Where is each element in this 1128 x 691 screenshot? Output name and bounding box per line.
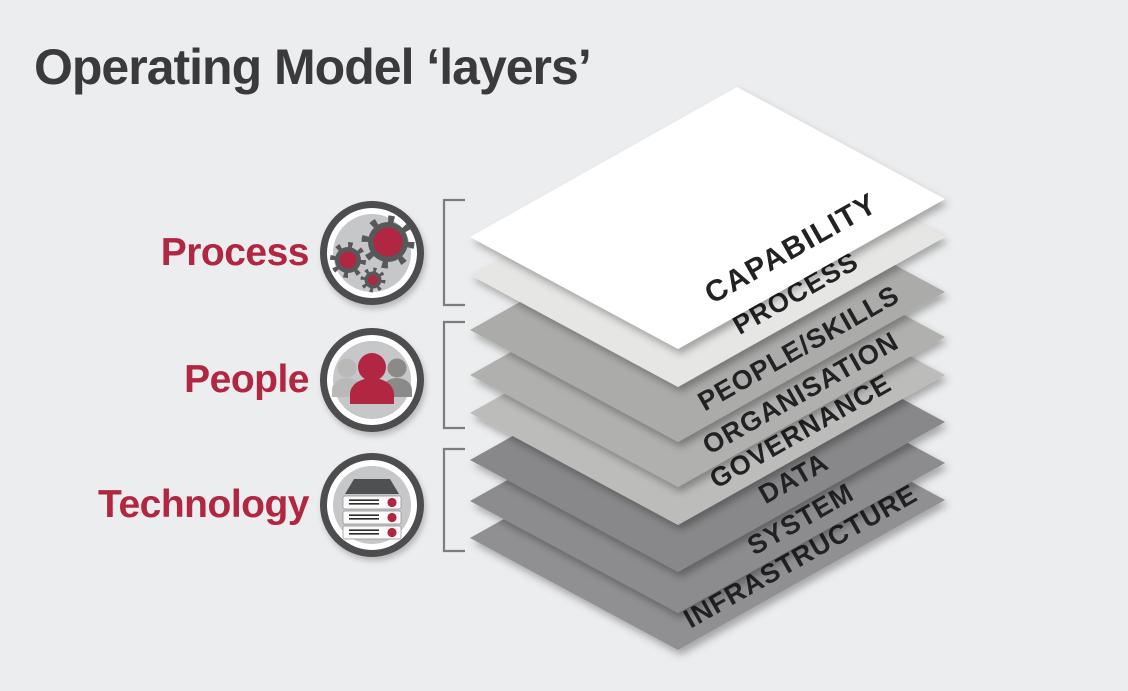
- server-hood: [345, 479, 399, 494]
- people-icon: [320, 328, 424, 432]
- gear-medium: [330, 242, 366, 278]
- legend-label-technology: Technology: [98, 483, 309, 526]
- server-rack: [342, 495, 402, 540]
- server-icon: [320, 453, 424, 557]
- people-bracket: [442, 320, 465, 430]
- process-bracket: [442, 198, 465, 307]
- layer-capability: [470, 87, 945, 349]
- legend-label-people: People: [184, 358, 309, 401]
- person-center: [350, 353, 394, 404]
- gears-icon: [320, 201, 424, 305]
- server-slat: [342, 495, 402, 510]
- page-title: Operating Model ‘layers’: [34, 39, 592, 95]
- server-slat: [342, 510, 402, 525]
- group-brackets: [442, 198, 465, 553]
- server-slat: [342, 525, 402, 540]
- layer-stack: INFRASTRUCTURE SYSTEM DATA GOVERNANCE OR…: [470, 87, 945, 650]
- gear-large: [361, 215, 415, 269]
- gear-small: [360, 267, 386, 293]
- legend-label-process: Process: [160, 231, 310, 274]
- technology-bracket: [442, 447, 465, 553]
